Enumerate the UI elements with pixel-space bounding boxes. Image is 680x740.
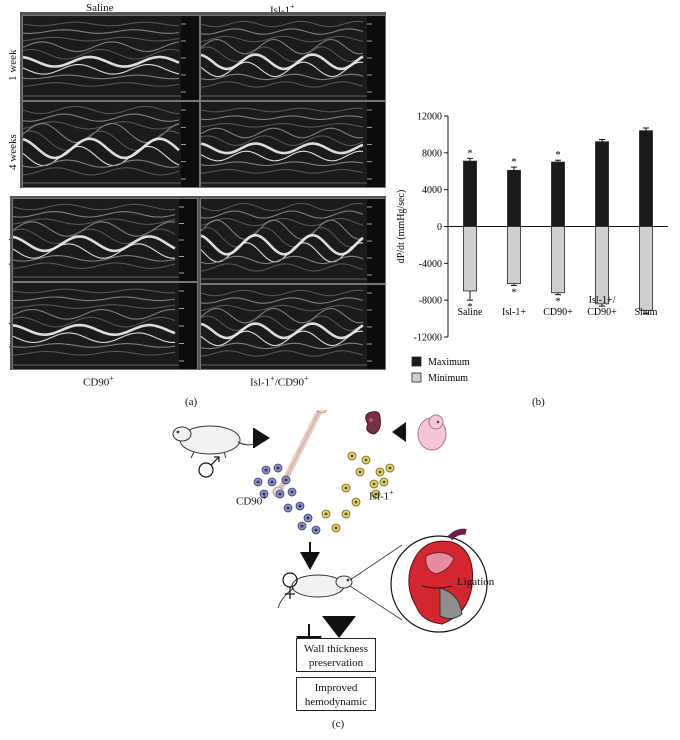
bar-minimum [595, 226, 609, 305]
cd90-cell-label: CD90+ [236, 493, 267, 508]
significance-mark: * [467, 301, 473, 313]
hemodynamic-box: Improved hemodynamic [296, 677, 376, 711]
arrow-down-icon [322, 616, 356, 638]
col-label-isl1-cd90: Isl-1+/CD90+ [250, 374, 309, 389]
legend-label: Minimum [428, 373, 468, 384]
category-label: Saline [458, 307, 484, 318]
legend-label: Maximum [428, 357, 470, 368]
category-label: Isl-1+/ [589, 295, 616, 306]
dpdt-bar-chart: 12000 8000 4000 0 -4000 -8000 -12000 dP/dt (mmH… [396, 112, 668, 384]
legend-swatch [411, 356, 422, 367]
y-axis-label: dP/dt (mmHg/sec) [396, 190, 407, 264]
bar-minimum [463, 226, 477, 292]
arrow-right-icon [254, 428, 270, 448]
bar-minimum [551, 226, 565, 294]
category-label: CD90+ [543, 307, 573, 318]
panel-c-tag: (c) [332, 718, 345, 730]
bar-maximum [507, 169, 521, 227]
y-tick-label: -8000 [419, 296, 442, 307]
isl1-cell-cluster [321, 451, 395, 533]
female-symbol-icon [282, 572, 298, 599]
embryo-icon [417, 414, 447, 451]
bar-minimum [507, 226, 521, 284]
row-label-1week-top: 1 week [7, 49, 19, 81]
male-rat-icon [172, 425, 263, 459]
cd90-cell-cluster [253, 463, 321, 535]
echo-saline-1week [22, 15, 200, 101]
significance-mark: * [511, 156, 517, 168]
y-tick-label: 0 [437, 222, 442, 233]
col-label-saline: Saline [86, 2, 114, 14]
female-rat-icon [277, 574, 353, 609]
category-label: Sham [635, 307, 658, 318]
col-label-cd90: CD90+ [83, 374, 114, 389]
category-label: CD90+ [587, 307, 617, 318]
isl1-cell-label: Isl-1+ [369, 488, 394, 503]
row-label-4weeks-top: 4 weeks [7, 134, 19, 170]
echo-isl1cd90-1week [200, 198, 386, 284]
y-tick-label: 8000 [422, 148, 442, 159]
embryonic-heart-icon [365, 411, 381, 435]
legend-swatch [411, 372, 422, 383]
bar-maximum [551, 161, 565, 227]
echo-saline-4weeks [22, 101, 200, 188]
significance-mark: * [555, 296, 561, 308]
arrow-left-icon [392, 422, 406, 442]
panel-b-tag: (b) [532, 396, 545, 408]
significance-mark: * [511, 286, 517, 298]
arrow-down-icon [300, 552, 320, 570]
y-tick-label: 12000 [417, 112, 442, 123]
echo-cd90-4weeks [12, 282, 198, 370]
category-label: Isl-1+ [502, 307, 526, 318]
bar-maximum [595, 141, 609, 227]
echo-isl1cd90-4weeks [200, 284, 386, 370]
y-tick-label: -12000 [414, 333, 442, 344]
panel-a-tag: (a) [185, 396, 198, 408]
ligation-label: Ligation [457, 576, 495, 588]
echo-isl1-1week [200, 15, 386, 101]
ligated-heart-illustration [390, 528, 488, 633]
wall-thickness-box: Wall thickness preservation [296, 638, 376, 672]
y-tick-label: -4000 [419, 259, 442, 270]
bar-maximum [639, 130, 653, 227]
y-tick-label: 4000 [422, 185, 442, 196]
significance-mark: * [555, 149, 561, 161]
echo-isl1-4weeks [200, 101, 386, 188]
significance-mark: * [467, 147, 473, 159]
echo-cd90-1week [12, 198, 198, 282]
bar-minimum [639, 226, 653, 311]
bar-maximum [463, 160, 477, 227]
schematic-drawing [172, 410, 488, 656]
bone-icon [272, 410, 328, 498]
male-symbol-icon [198, 456, 220, 478]
